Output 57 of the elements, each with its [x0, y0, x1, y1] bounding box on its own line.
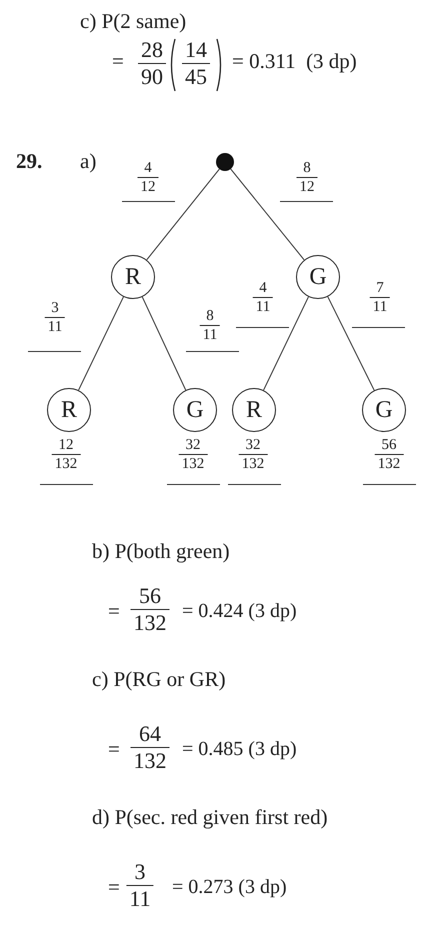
outcome-circle: G	[362, 388, 406, 432]
fraction-denominator: 132	[52, 454, 80, 472]
math-text: = 0.311 (3 dp)	[232, 50, 357, 74]
root-dot	[216, 153, 234, 171]
fraction-denominator: 11	[44, 317, 66, 336]
fraction-numerator: 7	[375, 280, 385, 296]
fraction-denominator: 132	[130, 747, 170, 774]
branch-line	[146, 168, 220, 260]
fraction-numerator: 56	[380, 437, 398, 454]
fraction-numerator: 3	[134, 860, 146, 884]
fraction-numerator: 8	[302, 160, 312, 176]
math-text: c) P(2 same)	[80, 10, 186, 34]
fraction-numerator: 8	[205, 308, 215, 324]
math-text: b) P(both green)	[92, 540, 230, 564]
math-text: a)	[80, 150, 96, 174]
fraction-numerator: 28	[140, 38, 164, 62]
fraction-denominator: 11	[252, 297, 274, 316]
fraction-denominator: 11	[126, 885, 154, 912]
branch-line	[78, 296, 124, 391]
fraction-denominator: 132	[178, 454, 208, 472]
fraction-numerator: 64	[138, 722, 162, 746]
outcome-circle: R	[47, 388, 91, 432]
branch-line	[142, 296, 186, 391]
outcome-circle: G	[173, 388, 217, 432]
fraction-numerator: 56	[138, 584, 162, 608]
fraction-denominator: 90	[138, 63, 166, 90]
fraction-numerator: 32	[184, 437, 202, 454]
fraction-numerator: 32	[244, 437, 262, 454]
fraction-denominator: 132	[238, 454, 268, 472]
math-text: =	[108, 738, 120, 762]
outcome-circle: G	[296, 255, 340, 299]
fraction-denominator: 11	[370, 297, 390, 316]
math-text: = 0.273 (3 dp)	[172, 876, 287, 898]
fraction-numerator: 4	[258, 280, 268, 296]
branch-line	[263, 296, 309, 391]
question-number: 29.	[16, 150, 42, 174]
fraction-numerator: 4	[143, 160, 153, 176]
fraction-denominator: 12	[138, 177, 158, 196]
math-text: = 0.424 (3 dp)	[182, 600, 297, 622]
outcome-circle: R	[111, 255, 155, 299]
branch-line	[327, 296, 375, 391]
fraction-denominator: 132	[374, 454, 404, 472]
math-text: =	[112, 50, 124, 74]
fraction-denominator: 11	[200, 325, 220, 344]
fraction-numerator: 14	[184, 38, 208, 62]
fraction-numerator: 12	[58, 437, 74, 454]
math-text: =	[108, 876, 120, 900]
fraction-denominator: 45	[182, 63, 210, 90]
fraction-numerator: 3	[50, 300, 60, 316]
math-text: =	[108, 600, 120, 624]
outcome-circle: R	[232, 388, 276, 432]
branch-line	[230, 168, 305, 260]
math-text: c) P(RG or GR)	[92, 668, 226, 692]
fraction-denominator: 132	[130, 609, 170, 636]
math-text: d) P(sec. red given first red)	[92, 806, 328, 830]
fraction-denominator: 12	[296, 177, 318, 196]
math-text: = 0.485 (3 dp)	[182, 738, 297, 760]
